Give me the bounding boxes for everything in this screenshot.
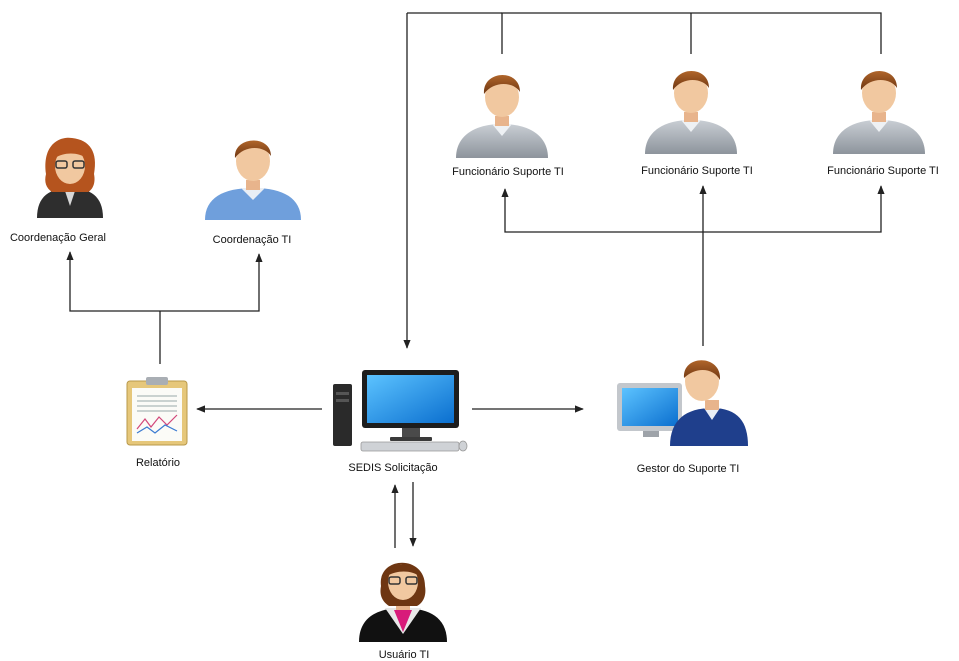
edge-gestor-to-func-1	[501, 188, 703, 233]
man-icon	[205, 140, 301, 220]
node-label: SEDIS Solicitação	[348, 462, 437, 474]
node-funcionario-suporte-3: Funcionário Suporte TI	[827, 70, 939, 177]
edge-relatorio-to-coord-ti	[160, 253, 263, 312]
man-icon	[833, 70, 925, 154]
woman-glasses-icon	[37, 137, 103, 218]
woman-glasses-icon	[359, 562, 447, 642]
edge-gestor-to-func-3	[703, 185, 885, 233]
node-label: Relatório	[136, 457, 180, 469]
node-label: Funcionário Suporte TI	[641, 165, 753, 177]
node-coordenacao-geral: Coordenação Geral	[10, 137, 106, 244]
man-icon	[456, 74, 548, 158]
node-funcionario-suporte-1: Funcionário Suporte TI	[452, 74, 564, 178]
node-usuario-ti: Usuário TI	[359, 562, 447, 661]
node-coordenacao-ti: Coordenação TI	[205, 140, 301, 246]
node-relatorio: Relatório	[126, 377, 188, 469]
node-label: Coordenação TI	[213, 234, 292, 246]
node-label: Gestor do Suporte TI	[637, 463, 740, 475]
node-label: Funcionário Suporte TI	[827, 165, 939, 177]
man-icon	[645, 70, 737, 154]
man-at-computer-icon	[617, 360, 748, 446]
edge-relatorio-to-coord-geral	[66, 251, 160, 312]
node-funcionario-suporte-2: Funcionário Suporte TI	[641, 70, 753, 177]
desktop-computer-icon	[333, 370, 468, 452]
node-label: Coordenação Geral	[10, 232, 106, 244]
node-gestor-suporte: Gestor do Suporte TI	[617, 360, 748, 475]
node-sedis-solicitacao: SEDIS Solicitação	[333, 370, 468, 474]
node-label: Usuário TI	[379, 649, 430, 661]
clipboard-report-icon	[126, 377, 188, 446]
node-label: Funcionário Suporte TI	[452, 166, 564, 178]
